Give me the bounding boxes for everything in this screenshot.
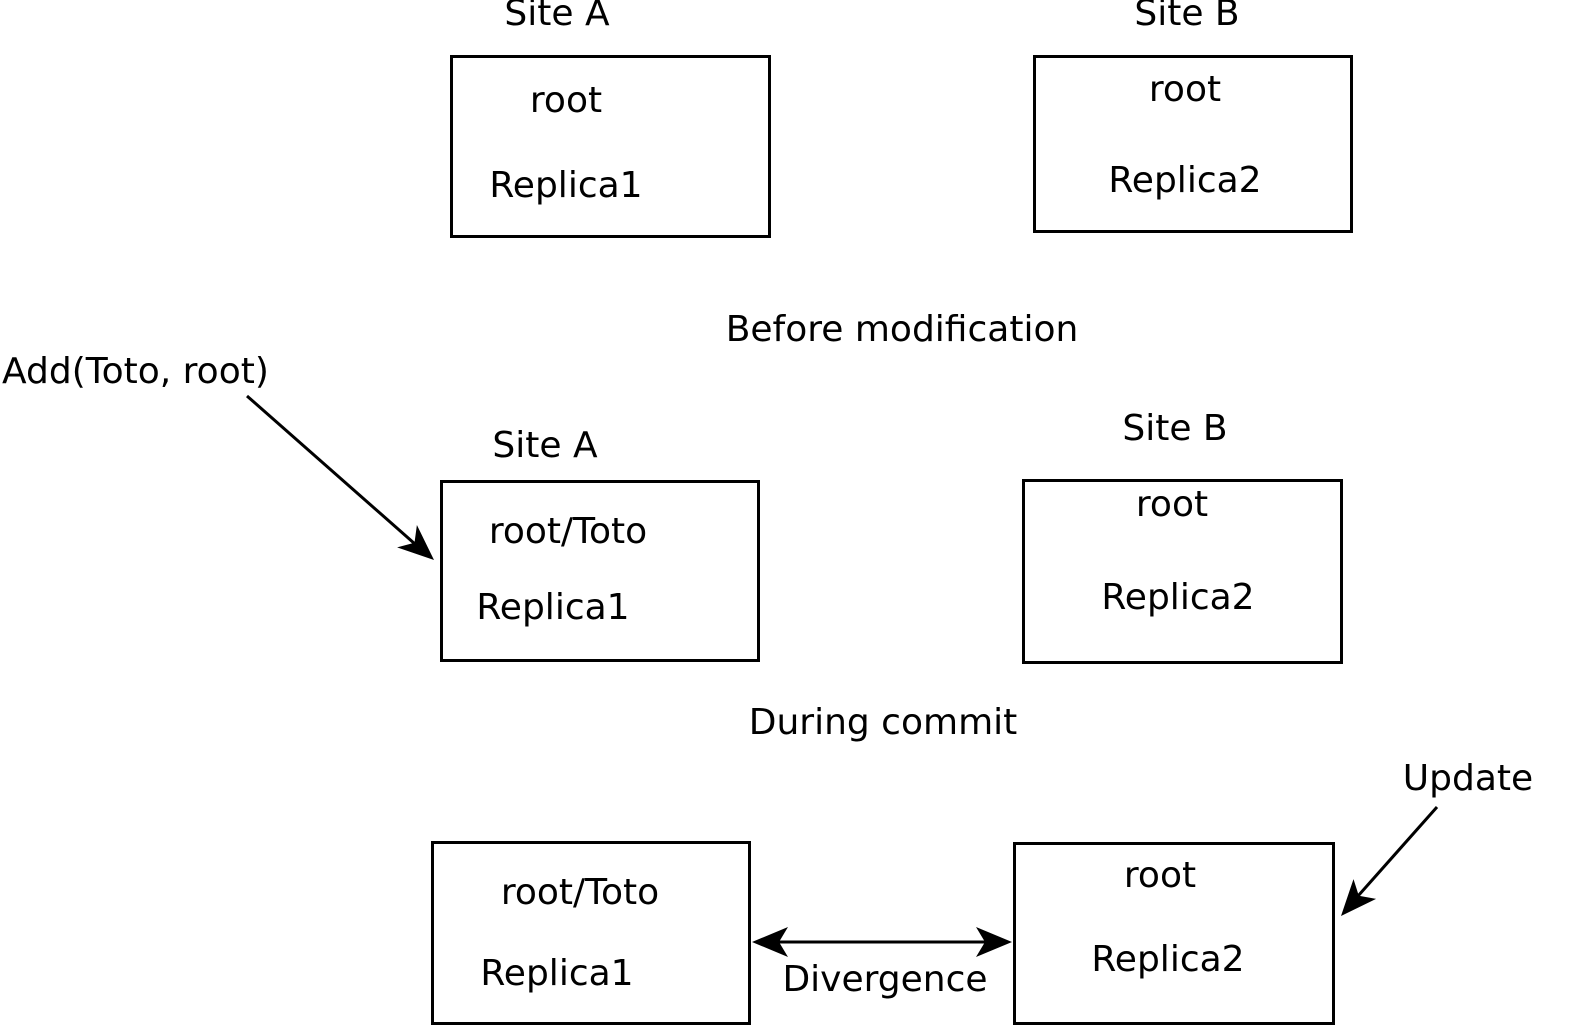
stage1-site-a-box: [450, 55, 771, 238]
stage2-site-b-title: Site B: [1122, 408, 1228, 450]
stage2-site-b-box: [1022, 479, 1343, 664]
stage2-site-a-replica: Replica1: [476, 587, 630, 629]
stage1-site-b-box: [1033, 55, 1353, 233]
stage3-site-b-content: root: [1123, 855, 1197, 897]
add-operation-arrow-head: [397, 525, 434, 560]
stage1-caption: Before modification: [725, 309, 1079, 351]
divergence-arrow-head-left: [752, 927, 788, 957]
stage2-site-a-box: [440, 480, 760, 662]
stage2-site-b-content: root: [1135, 484, 1209, 526]
stage3-divergence-label: Divergence: [782, 959, 988, 1001]
stage1-site-a-replica: Replica1: [489, 165, 643, 207]
stage3-site-b-box: [1013, 842, 1335, 1025]
stage3-site-a-content: root/Toto: [500, 872, 660, 914]
stage1-site-a-content: root: [529, 80, 603, 122]
stage2-site-b-replica: Replica2: [1101, 577, 1255, 619]
stage1-site-b-title: Site B: [1134, 0, 1240, 35]
stage2-caption: During commit: [748, 702, 1018, 744]
stage1-site-b-content: root: [1148, 69, 1222, 111]
stage3-update-label: Update: [1402, 758, 1534, 800]
add-operation-arrow-line: [246, 394, 416, 546]
divergence-arrow-head-right: [976, 927, 1012, 957]
stage2-operation-label: Add(Toto, root): [2, 351, 269, 393]
stage2-site-a-content: root/Toto: [488, 511, 648, 553]
stage1-site-a-title: Site A: [504, 0, 610, 35]
stage1-site-b-replica: Replica2: [1108, 160, 1262, 202]
update-arrow-head: [1341, 879, 1377, 916]
stage3-site-a-box: [431, 841, 751, 1025]
update-arrow-line: [1356, 806, 1439, 897]
stage3-site-a-replica: Replica1: [480, 953, 634, 995]
stage3-site-b-replica: Replica2: [1091, 939, 1245, 981]
stage2-site-a-title: Site A: [492, 425, 598, 467]
